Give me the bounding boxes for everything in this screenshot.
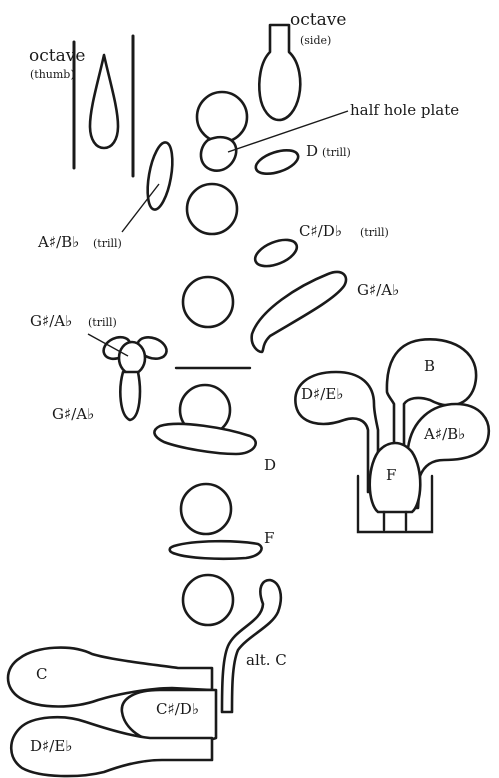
tone-hole-5[interactable] (179, 482, 233, 536)
octave-side-sub-label: (side) (300, 34, 331, 47)
octave-thumb-key[interactable] (88, 53, 120, 150)
d-lower-key[interactable] (153, 422, 257, 456)
alt-c-key[interactable] (220, 578, 283, 714)
d-trill-sub-label: (trill) (322, 146, 351, 159)
dsharp-eflat-bottom-key[interactable] (9, 715, 214, 778)
tone-hole-6[interactable] (181, 573, 235, 627)
asharp-bflat-trill-key[interactable] (143, 141, 176, 212)
asharp-bflat-trill-label: A♯/B♭ (37, 233, 79, 251)
csharp-dflat-bottom-label: C♯/D♭ (156, 700, 199, 718)
dsharp-eflat-bottom-label: D♯/E♭ (30, 737, 72, 755)
csharp-dflat-trill-sub-label: (trill) (360, 226, 389, 239)
octave-side-key[interactable] (258, 23, 302, 122)
f-lower-label: F (264, 529, 274, 547)
dsharp-eflat-cluster-key[interactable] (294, 370, 380, 494)
octave-thumb-sub-label: (thumb) (30, 68, 75, 81)
d-lower-label: D (264, 456, 276, 474)
half-hole-plate[interactable] (199, 135, 238, 172)
gsharp-aflat-trill-sub-label: (trill) (88, 316, 117, 329)
octave-side-label: octave (290, 10, 346, 30)
d-trill-note-label: D (306, 142, 318, 160)
asharp-bflat-cluster-label: A♯/B♭ (423, 425, 465, 443)
gsharp-aflat-left-label: G♯/A♭ (52, 405, 94, 423)
f-lower-key[interactable] (168, 539, 263, 561)
asharp-bflat-trill-sub-label: (trill) (93, 237, 122, 250)
asharp-bflat-cluster-key[interactable] (406, 402, 491, 510)
gsharp-aflat-right-label: G♯/A♭ (357, 281, 399, 299)
tone-hole-3[interactable] (181, 275, 235, 329)
dsharp-eflat-cluster-label: D♯/E♭ (301, 385, 343, 403)
csharp-dflat-trill-note-label: C♯/D♭ (299, 222, 342, 240)
tone-hole-2[interactable] (185, 182, 239, 236)
b-key-label: B (424, 357, 435, 375)
tone-hole-1[interactable] (195, 90, 249, 144)
half-hole-pointer (227, 110, 349, 153)
gsharp-aflat-left-key[interactable] (119, 370, 142, 422)
octave-thumb-label: octave (29, 46, 85, 66)
d-trill-key[interactable] (253, 146, 301, 179)
gsharp-aflat-trill-pointer (87, 333, 129, 357)
c-bottom-label: C (36, 665, 47, 683)
asharp-bflat-trill-pointer (121, 183, 160, 233)
gsharp-aflat-trill-note-label: G♯/A♭ (30, 312, 72, 330)
cluster-frame (356, 474, 434, 534)
f-cluster-key[interactable] (368, 441, 422, 514)
f-cluster-label: F (386, 466, 396, 484)
half-hole-label: half hole plate (350, 101, 459, 119)
gsharp-aflat-trill-key[interactable] (117, 340, 147, 376)
gsharp-aflat-right-key[interactable] (250, 270, 348, 354)
alt-c-label: alt. C (246, 651, 287, 669)
csharp-dflat-trill-key[interactable] (251, 235, 300, 272)
